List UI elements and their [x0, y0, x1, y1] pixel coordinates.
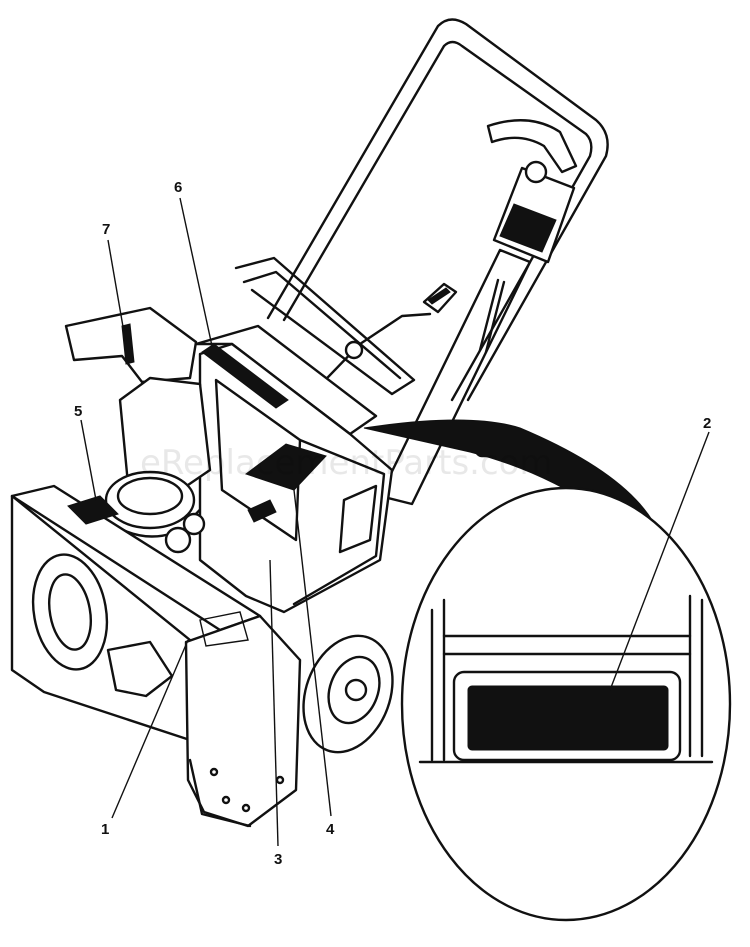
- decal-4-panel: [244, 443, 327, 491]
- callout-4: 4: [326, 821, 335, 838]
- decal-5-strip: [67, 495, 119, 525]
- leader-5: [80, 419, 97, 501]
- bolt-icon: [209, 767, 219, 777]
- leader-2: [609, 431, 710, 691]
- auger-side-panel: [184, 614, 302, 828]
- detail-decal-frame: [452, 670, 682, 762]
- callout-2: 2: [703, 415, 711, 432]
- wheel: [302, 634, 394, 754]
- auger-housing: [10, 484, 302, 828]
- callout-3: 3: [274, 851, 282, 868]
- callout-labels: 1 2 3 4 5 6 7: [74, 179, 711, 868]
- chute-gear2-icon: [182, 512, 206, 536]
- control-box-stripes: [499, 203, 557, 253]
- detail-right-post: [688, 594, 704, 758]
- bolt-icon: [275, 775, 285, 785]
- decal-2-label: [467, 685, 669, 751]
- bolt-icon: [241, 803, 251, 813]
- callout-leaders: [80, 197, 710, 847]
- crank-pivot-icon: [344, 340, 364, 360]
- engine-grille: [338, 484, 378, 554]
- detail-inset: [363, 419, 732, 922]
- bolt-icon: [221, 795, 231, 805]
- leader-4: [293, 489, 332, 817]
- leader-6: [179, 197, 213, 347]
- upper-grip: [486, 119, 578, 174]
- side-skid: [188, 758, 252, 828]
- callout-5: 5: [74, 403, 82, 420]
- leader-7: [107, 239, 127, 345]
- detail-top-bar: [442, 634, 692, 656]
- callout-1: 1: [101, 821, 109, 838]
- engine-front-face: [214, 378, 302, 542]
- engine-side-panel: [292, 438, 386, 606]
- chute-gear-icon: [164, 526, 192, 554]
- callout-6: 6: [174, 179, 182, 196]
- discharge-chute: [64, 306, 212, 554]
- auger-blade-icon: [31, 553, 109, 671]
- leader-3: [269, 559, 279, 847]
- control-knob-icon: [524, 160, 548, 184]
- decal-6-strip: [201, 343, 289, 409]
- watermark-text: eReplacementParts.com: [140, 443, 553, 483]
- decal-1-area: [199, 611, 249, 647]
- wheel-hub-icon: [344, 678, 368, 702]
- engine-housing: [194, 324, 394, 614]
- crank-grip-stripes: [427, 287, 451, 305]
- decal-7-strip: [121, 323, 135, 365]
- auger-gearbox: [106, 640, 174, 698]
- handle-inner-rail: [282, 40, 593, 402]
- chute-base-ring: [104, 470, 196, 530]
- handle-outer-rail: [266, 18, 609, 402]
- leader-1: [111, 639, 189, 819]
- decal-3-small: [247, 499, 277, 523]
- drive-cable: [478, 278, 506, 354]
- callout-7: 7: [102, 221, 110, 238]
- engine-top-shroud: [194, 324, 378, 436]
- chute-base-inner: [116, 476, 184, 516]
- handle-lower-tube: [378, 248, 532, 506]
- detail-left-post: [430, 598, 446, 762]
